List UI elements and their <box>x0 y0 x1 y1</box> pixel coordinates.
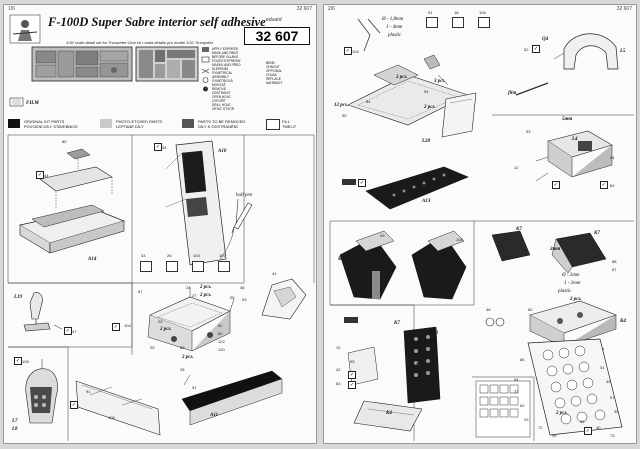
instruction-legend-col2: BEND OHNOUT OPTIONAL VOLBA REPLACE NAHRA… <box>266 61 283 85</box>
removed-parts-swatch <box>344 317 358 323</box>
checkbox[interactable]: ✓ <box>358 179 366 187</box>
part-label-l28: L28 <box>422 139 431 144</box>
checkbox[interactable]: ✓ <box>36 171 44 179</box>
checkbox[interactable]: ✓ <box>600 181 608 189</box>
step-a10-panel-drawing <box>165 140 239 266</box>
pe-fret-image <box>31 46 133 82</box>
checkbox[interactable]: ✓ <box>14 357 22 365</box>
film-icon <box>9 97 24 107</box>
part-label-a13: A13 <box>422 199 431 204</box>
part-label-k7: K7 <box>338 257 344 262</box>
pe-fret-self-adhesive-image <box>135 46 199 82</box>
removed-parts-swatch <box>182 119 194 128</box>
instruction-symbols-icon <box>201 47 210 92</box>
kit-code-header: 32 607 <box>616 6 632 12</box>
checkbox[interactable]: ✓ <box>348 371 356 379</box>
page-number: 2/6 <box>328 6 335 12</box>
kit-code-header: 32 607 <box>296 6 312 12</box>
instruction-page-right: 2/6 32 607 Ø - 1,8mm 1 - 4mm plastic 51 … <box>323 4 637 444</box>
step-l4-gunsight-drawing <box>535 130 613 182</box>
part-label-l4: L4 <box>572 137 578 142</box>
eduard-logo-icon <box>9 14 41 44</box>
step-k4-console-drawing <box>529 300 617 348</box>
subtitle: 1/32 scale detail set for Trumpeter Club… <box>66 40 214 45</box>
step-instrument-panel-drawing <box>347 326 441 432</box>
part-label-a14: A14 <box>88 257 97 262</box>
instruction-legend-col1: APPLY EXPRESS MASK AND PAINT BEFORE GLUI… <box>212 47 241 111</box>
step-l7-l8-seat-drawing <box>25 359 58 424</box>
checkbox[interactable]: ✓ <box>154 143 162 151</box>
film-strip-icon <box>515 82 549 96</box>
step-a14-floor-drawing <box>19 148 126 254</box>
checkbox[interactable]: ✓ <box>348 381 356 389</box>
step-a13-panel-drawing <box>365 166 469 210</box>
checkbox[interactable]: ✓ <box>552 181 560 189</box>
removed-parts-swatch <box>342 179 356 185</box>
part-label-k4: K4 <box>620 319 626 324</box>
part-label-a10: A10 <box>218 149 227 154</box>
checkbox[interactable]: ✓ <box>344 47 352 55</box>
brand-logo: eduard <box>266 17 282 23</box>
washer-icon <box>485 317 505 327</box>
part-label-a11: A11 <box>210 413 219 418</box>
checkbox[interactable]: ✓ <box>532 45 540 53</box>
page-number: 1/6 <box>8 6 15 12</box>
part-label-k7: K7 <box>436 291 442 296</box>
part-label-l7: L7 <box>12 419 18 424</box>
step-k7-right-consoles-drawing <box>491 230 607 274</box>
step-frame-assembly-drawing <box>147 287 235 352</box>
page-title: F-100D Super Sabre interior self adhesiv… <box>48 15 266 29</box>
step-l5-frame-drawing <box>553 33 619 70</box>
checkbox[interactable]: ✓ <box>112 323 120 331</box>
film-label: film <box>508 91 517 96</box>
part-label-l10: L10 <box>430 331 439 336</box>
step-a11-console-drawing <box>75 370 283 436</box>
step-l28-panel-drawing <box>441 92 477 138</box>
film-label: FILM <box>26 101 39 106</box>
kit-number-box: 32 607 <box>244 27 310 45</box>
checkbox[interactable]: ✓ <box>584 427 592 435</box>
step-console-assembly-drawing <box>347 54 469 126</box>
part-label-l19: L19 <box>14 295 23 300</box>
kit-parts-swatch <box>8 119 20 128</box>
pe-parts-swatch <box>100 119 112 128</box>
ball-pen-note: ball pen <box>236 193 253 198</box>
checkbox[interactable]: ✓ <box>70 401 78 409</box>
checkbox[interactable]: ✓ <box>64 327 72 335</box>
part-label-l8: L8 <box>12 427 18 432</box>
part-label-l5: L5 <box>620 49 626 54</box>
part-label-l9: L9 <box>430 339 436 344</box>
step-gauge-panel-drawing <box>527 338 623 436</box>
step-l19-drawing <box>23 292 63 332</box>
step-k7-side-consoles-drawing <box>339 230 467 300</box>
part-label-k4: K4 <box>386 411 392 416</box>
step-part-41-drawing <box>261 278 307 320</box>
instruction-page-left: 1/6 32 607 F-100D Super Sabre interior s… <box>3 4 317 444</box>
fill-swatch <box>266 119 280 130</box>
ball-pen-icon <box>231 202 253 234</box>
plastic-rod-icon <box>357 18 381 52</box>
pe-gauge-sheet-image <box>475 380 531 438</box>
assembly-frames <box>7 134 315 441</box>
part-label-q4: Q4 <box>542 37 549 42</box>
